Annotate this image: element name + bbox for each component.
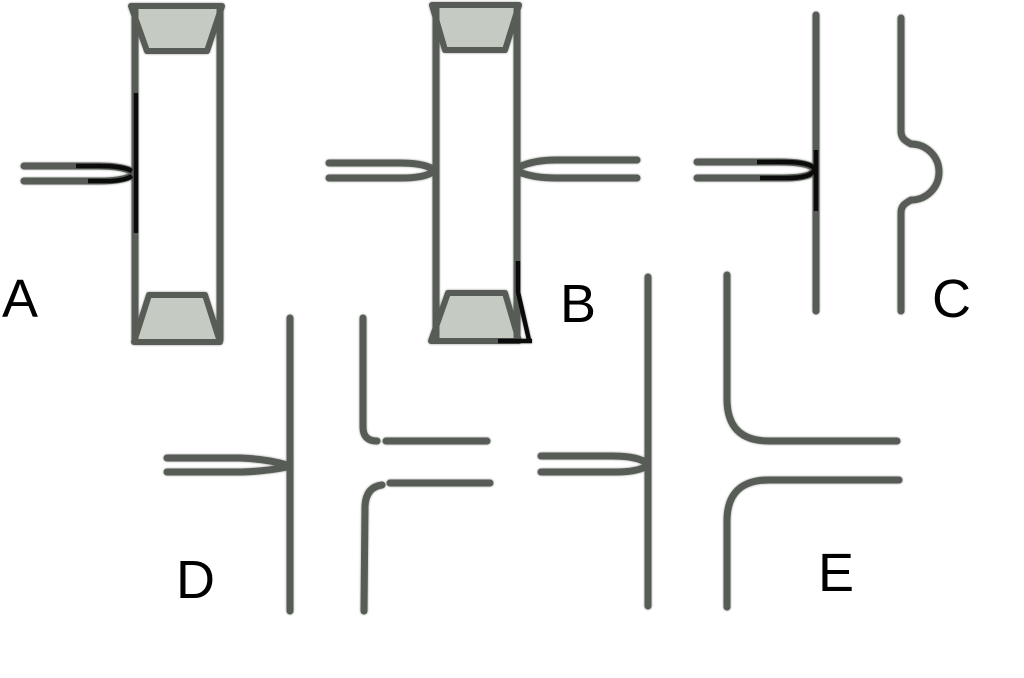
device-c-right-wall-with-pocket [897, 14, 943, 315]
device-e-needle-upper-wall [537, 452, 649, 466]
device-b [325, 2, 641, 344]
device-e-right-wall-upper-corner [723, 271, 901, 445]
device-a-needle-tip-emphasis-lower [88, 174, 134, 184]
device-e-needle-lower-wall [537, 463, 649, 476]
device-a-needle-tip-emphasis-upper [76, 163, 134, 174]
device-b-outlet-funnel-upper-wall [515, 156, 641, 171]
device-e-label: E [818, 543, 854, 603]
device-c-needle-tip-emphasis-lower [760, 168, 817, 181]
device-b-top-plug [429, 2, 522, 53]
device-e-right-wall-lower-corner [723, 476, 903, 611]
device-a-bottom-plug [131, 292, 223, 345]
device-d [163, 314, 494, 615]
device-b-needle-upper-wall [325, 159, 435, 172]
device-d-label: D [176, 550, 215, 610]
device-e [537, 271, 903, 611]
device-a-top-plug [128, 3, 225, 54]
device-b-label: B [560, 274, 596, 334]
device-d-needle-upper-wall [163, 454, 291, 469]
device-c [693, 11, 943, 315]
device-b-wall-emphasis [498, 261, 532, 344]
device-c-label: C [932, 269, 971, 329]
device-d-right-wall-lower-corner [360, 481, 386, 615]
device-d-right-wall-upper-hook [359, 314, 381, 445]
device-a [20, 3, 225, 345]
device-b-bottom-plug [428, 290, 522, 344]
device-b-needle-lower-wall [325, 169, 435, 182]
device-c-needle-tip-emphasis-upper [757, 159, 817, 171]
device-a-label: A [2, 269, 38, 329]
device-b-outlet-funnel-lower-wall [515, 168, 641, 182]
device-d-needle-lower-wall [163, 463, 291, 476]
